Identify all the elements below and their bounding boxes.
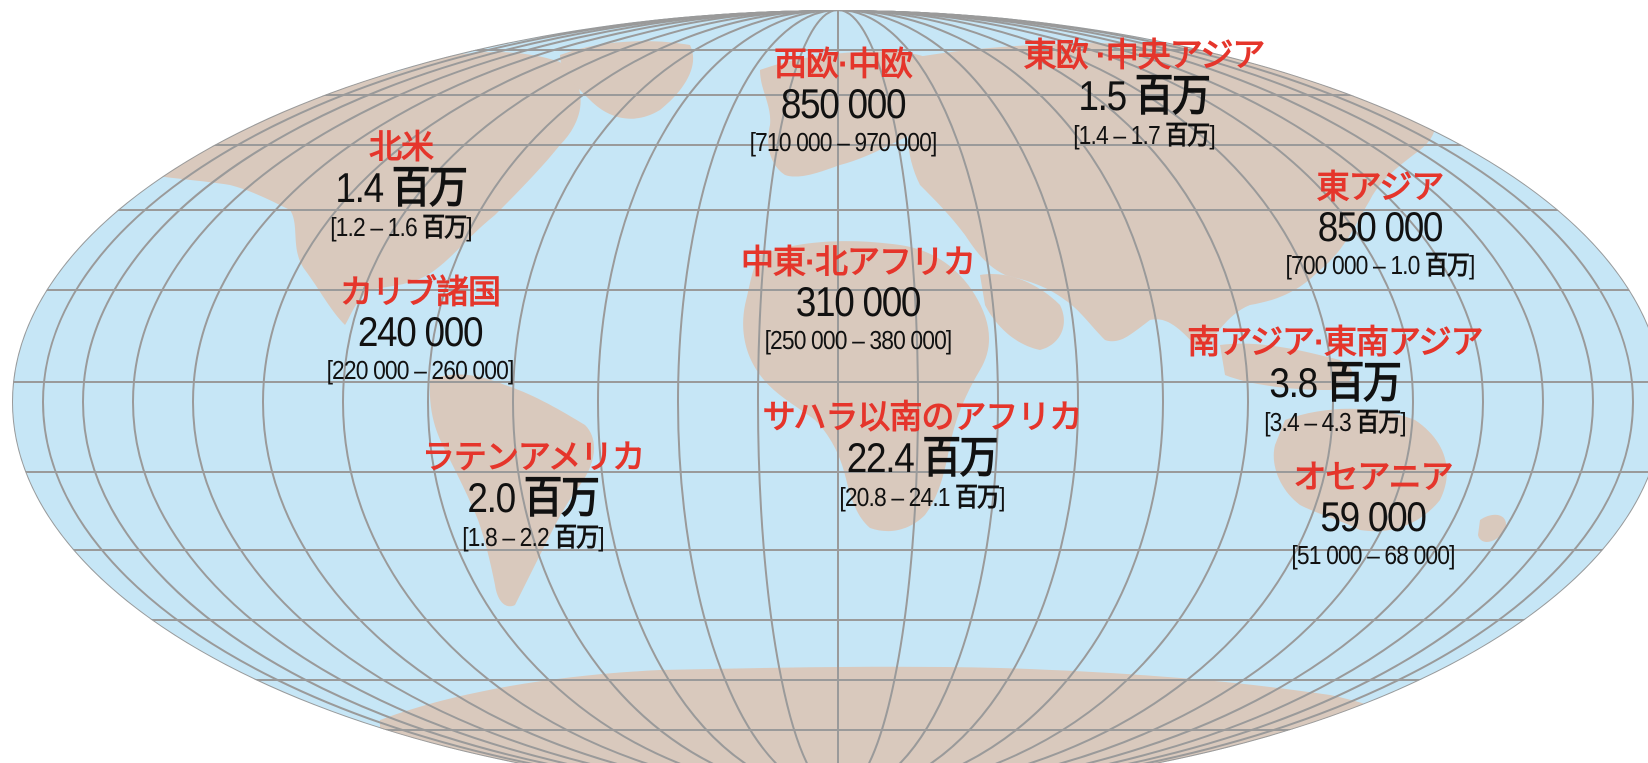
value-unit: 百万 xyxy=(523,473,600,522)
value-number: 3.8 xyxy=(1269,359,1318,406)
region-value: 850 000 xyxy=(1286,206,1475,248)
region-name: 東欧 ·中央アジア xyxy=(1023,36,1266,73)
value-number: 1.5 xyxy=(1078,72,1127,119)
range-close: ] xyxy=(1209,120,1215,150)
region-range: [1.8 – 2.2 百万] xyxy=(435,524,631,550)
region-name: 西欧·中欧 xyxy=(773,45,913,82)
region-range: [700 000 – 1.0 百万] xyxy=(1285,250,1476,280)
range-close: ] xyxy=(1469,250,1475,280)
value-number: 310 000 xyxy=(795,278,922,325)
range-text: [710 000 – 970 000] xyxy=(749,127,938,157)
region-middle-east-north-africa: 中東·北アフリカ 310 000 [250 000 – 380 000] xyxy=(741,243,976,353)
range-unit: 百万 xyxy=(554,522,599,552)
region-south-southeast-asia: 南アジア·東南アジア 3.8 百万 [3.4 – 4.3 百万] xyxy=(1187,323,1483,435)
region-name: ラテンアメリカ xyxy=(421,438,645,475)
region-name: カリブ諸国 xyxy=(339,273,501,310)
region-name: 南アジア·東南アジア xyxy=(1187,323,1483,360)
region-range: [1.4 – 1.7 百万] xyxy=(1038,122,1250,148)
region-name: オセアニア xyxy=(1293,458,1453,495)
range-text: [3.4 – 4.3 xyxy=(1264,407,1351,437)
value-number: 850 000 xyxy=(780,80,907,127)
range-text: [1.8 – 2.2 xyxy=(462,522,549,552)
region-name: 東アジア xyxy=(1316,168,1445,205)
region-name: 中東·北アフリカ xyxy=(741,243,976,280)
region-latin-america: ラテンアメリカ 2.0 百万 [1.8 – 2.2 百万] xyxy=(421,438,645,550)
range-unit: 百万 xyxy=(1356,407,1401,437)
region-range: [1.2 – 1.6 百万] xyxy=(330,212,473,242)
region-oceania: オセアニア 59 000 [51 000 – 68 000] xyxy=(1280,460,1465,568)
asia-land xyxy=(900,43,1436,350)
range-text: [20.8 – 24.1 xyxy=(839,482,950,512)
region-value: 1.5 百万 xyxy=(1038,74,1250,118)
region-value: 240 000 xyxy=(327,311,514,353)
region-value: 22.4 百万 xyxy=(782,436,1062,480)
new-zealand-land xyxy=(1478,514,1506,542)
region-east-asia: 東アジア 850 000 [700 000 – 1.0 百万] xyxy=(1273,170,1488,278)
range-close: ] xyxy=(466,212,472,242)
value-unit: 百万 xyxy=(1325,358,1402,407)
range-close: ] xyxy=(1400,407,1406,437)
arabia-land xyxy=(980,274,1064,350)
range-text: [220 000 – 260 000] xyxy=(326,355,515,385)
region-north-america: 北米 1.4 百万 [1.2 – 1.6 百万] xyxy=(321,130,482,240)
value-number: 1.4 xyxy=(335,164,384,211)
region-range: [250 000 – 380 000] xyxy=(755,327,961,353)
value-number: 850 000 xyxy=(1317,203,1444,250)
value-number: 2.0 xyxy=(467,474,516,521)
range-close: ] xyxy=(999,482,1005,512)
range-unit: 百万 xyxy=(1165,120,1210,150)
value-number: 22.4 xyxy=(846,434,915,481)
region-value: 3.8 百万 xyxy=(1205,361,1465,405)
region-sub-saharan-africa: サハラ以南のアフリカ 22.4 百万 [20.8 – 24.1 百万] xyxy=(762,398,1083,510)
region-caribbean: カリブ諸国 240 000 [220 000 – 260 000] xyxy=(314,275,526,383)
region-range: [710 000 – 970 000] xyxy=(749,127,938,157)
region-value: 2.0 百万 xyxy=(435,476,631,520)
range-unit: 百万 xyxy=(955,482,1000,512)
africa-land xyxy=(743,241,990,532)
region-range: [3.4 – 4.3 百万] xyxy=(1205,409,1465,435)
value-number: 59 000 xyxy=(1320,493,1426,540)
region-name: 北米 xyxy=(369,128,434,165)
range-text: [250 000 – 380 000] xyxy=(764,325,953,355)
range-text: [51 000 – 68 000] xyxy=(1291,540,1455,570)
region-value: 310 000 xyxy=(755,281,961,323)
range-unit: 百万 xyxy=(422,212,467,242)
region-value: 59 000 xyxy=(1291,496,1454,538)
range-unit: 百万 xyxy=(1424,250,1470,280)
region-range: [51 000 – 68 000] xyxy=(1291,540,1455,570)
value-number: 240 000 xyxy=(357,308,484,355)
region-western-central-europe: 西欧·中欧 850 000 [710 000 – 970 000] xyxy=(737,47,949,155)
range-text: [1.2 – 1.6 xyxy=(330,212,417,242)
value-unit: 百万 xyxy=(922,433,998,482)
region-value: 1.4 百万 xyxy=(330,166,472,210)
south-america-land xyxy=(429,374,595,607)
region-range: [20.8 – 24.1 百万] xyxy=(782,484,1062,510)
antarctica-land xyxy=(380,666,1440,763)
range-close: ] xyxy=(598,522,604,552)
indonesia-land xyxy=(1220,343,1353,390)
region-value: 850 000 xyxy=(750,83,937,125)
region-name: サハラ以南のアフリカ xyxy=(762,398,1083,435)
region-range: [220 000 – 260 000] xyxy=(326,355,515,385)
value-unit: 百万 xyxy=(1134,71,1211,120)
region-eastern-europe-central-asia: 東欧 ·中央アジア 1.5 百万 [1.4 – 1.7 百万] xyxy=(1023,36,1266,148)
value-unit: 百万 xyxy=(391,163,468,212)
range-text: [700 000 – 1.0 xyxy=(1285,250,1421,280)
range-text: [1.4 – 1.7 xyxy=(1073,120,1160,150)
